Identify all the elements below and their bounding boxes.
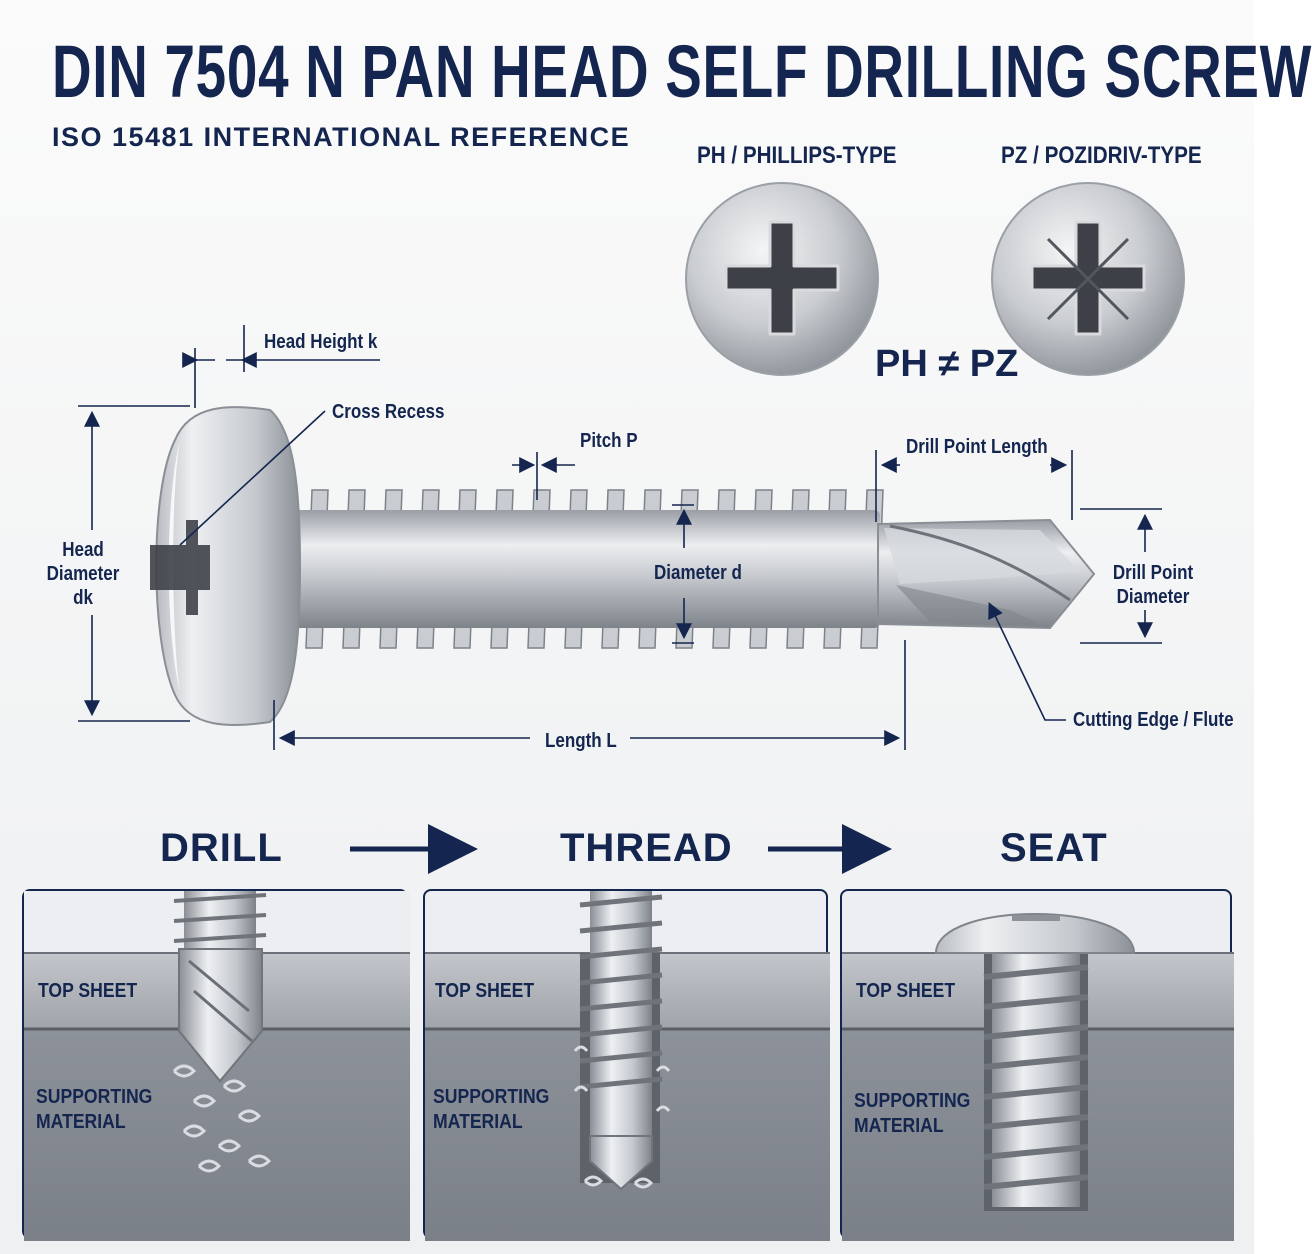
step-panel-seat: TOP SHEET SUPPORTING MATERIAL	[840, 889, 1234, 1241]
step-panel-drill: TOP SHEET SUPPORTING MATERIAL	[22, 889, 410, 1241]
length-label: Length L	[545, 730, 617, 752]
ph-drive-label: PH / PHILLIPS-TYPE	[697, 142, 897, 169]
diameter-dimension	[672, 504, 694, 644]
step-title-seat: SEAT	[1000, 826, 1108, 870]
thread-lines	[983, 964, 1089, 1190]
main-diagram	[78, 182, 1185, 874]
ph-head-icon	[685, 182, 879, 376]
length-dimension	[273, 640, 906, 750]
diameter-label: Diameter d	[654, 562, 742, 584]
cross-recess-label: Cross Recess	[332, 401, 445, 423]
drill-point-diameter-dimension	[1080, 508, 1162, 644]
ph-not-pz-text: PH ≠ PZ	[875, 343, 1019, 385]
pitch-label: Pitch P	[580, 430, 638, 452]
cutting-edge-label: Cutting Edge / Flute	[1073, 709, 1234, 731]
head-height-dimension	[182, 325, 380, 408]
drill-point-length-dimension	[875, 450, 1073, 522]
metal-chips	[172, 1064, 272, 1173]
supporting-material-label: SUPPORTING MATERIAL	[36, 1086, 153, 1133]
drill-point-diameter-label: Drill Point Diameter	[1112, 562, 1194, 608]
page-subtitle: ISO 15481 INTERNATIONAL REFERENCE	[52, 122, 631, 152]
page-title: DIN 7504 N PAN HEAD SELF DRILLING SCREW	[52, 30, 1312, 113]
step-panel-thread: TOP SHEET SUPPORTING MATERIAL	[423, 889, 830, 1241]
top-sheet-label: TOP SHEET	[435, 980, 535, 1002]
head-height-label: Head Height k	[264, 331, 378, 353]
screw-illustration	[150, 406, 1096, 727]
supporting-material-label: SUPPORTING MATERIAL	[854, 1090, 971, 1137]
pitch-dimension	[512, 452, 575, 500]
head-diameter-label: Head Diameter dk	[46, 539, 120, 609]
drill-point-length-label: Drill Point Length	[906, 436, 1048, 458]
top-sheet-label: TOP SHEET	[856, 980, 956, 1002]
head-diameter-dimension	[78, 405, 190, 722]
top-sheet-label: TOP SHEET	[38, 980, 138, 1002]
step-title-drill: DRILL	[160, 826, 283, 870]
cutting-edge-leader	[988, 602, 1066, 721]
cross-recess-leader	[179, 410, 326, 546]
step-title-thread: THREAD	[560, 826, 733, 870]
pz-head-icon	[991, 182, 1185, 376]
thread-lines	[579, 894, 663, 1090]
supporting-material-label: SUPPORTING MATERIAL	[433, 1086, 550, 1133]
pz-drive-label: PZ / POZIDRIV-TYPE	[1001, 142, 1202, 169]
